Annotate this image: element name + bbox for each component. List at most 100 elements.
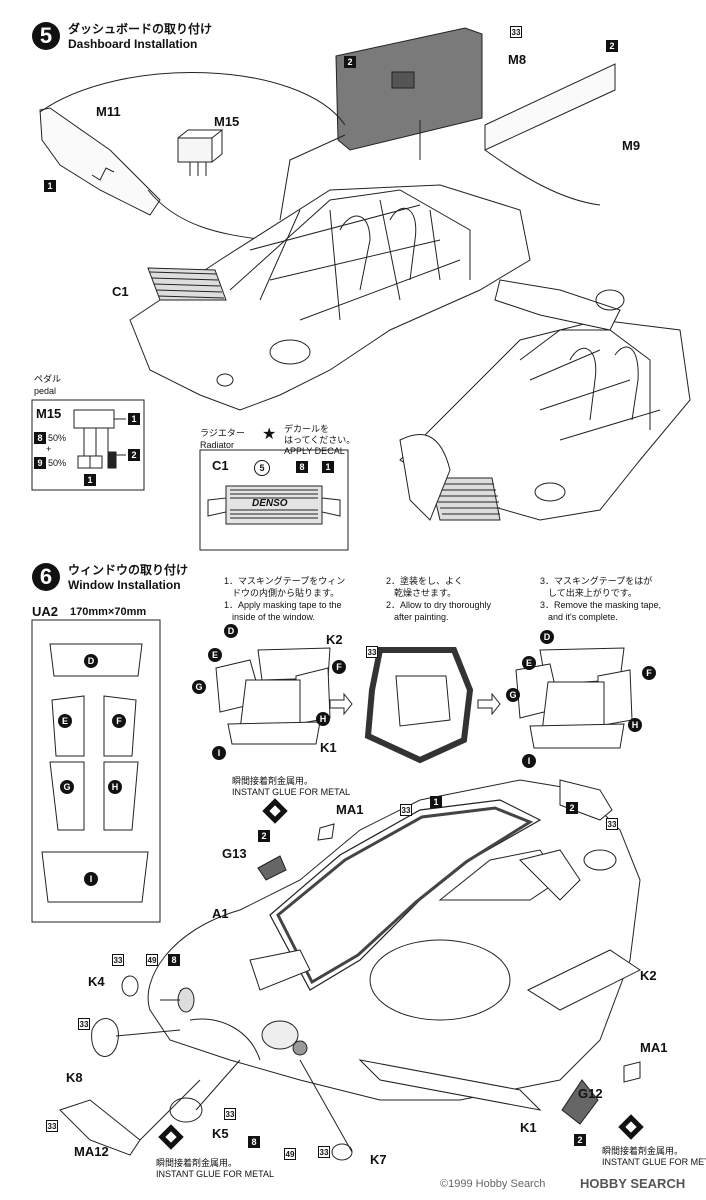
instruction-3-en2: and it's complete.	[548, 612, 618, 622]
part-label-m9: M9	[622, 138, 641, 153]
radiator-color-1: 1	[322, 461, 334, 473]
part-label-m15: M15	[214, 114, 240, 129]
instruction-1-jp1: 1．マスキングテープをウィン	[224, 576, 346, 586]
body-color-1: 1	[430, 796, 442, 808]
glue-note-3-jp: 瞬間接着剤金属用。	[156, 1158, 238, 1168]
step-title-en: Dashboard Installation	[68, 37, 198, 51]
part-label-m8: M8	[508, 52, 527, 67]
instruction-2-en1: 2．Allow to dry thoroughly	[386, 600, 492, 610]
body-g12: G12	[578, 1086, 603, 1101]
glue-note-1-jp: 瞬間接着剤金属用。	[232, 776, 314, 786]
body-color-8a: 8	[168, 954, 180, 966]
win3-e: E	[522, 656, 536, 670]
mask-f: F	[112, 714, 126, 728]
body-color-33d: 33	[78, 1018, 90, 1030]
win3-h: H	[628, 718, 642, 732]
body-color-33e: 33	[224, 1108, 236, 1120]
pedal-color-9: 9	[34, 457, 46, 469]
body-color-2b: 2	[566, 802, 578, 814]
mask-i: I	[84, 872, 98, 886]
decal-note-jp2: はってください。	[284, 435, 356, 445]
body-g13: G13	[222, 846, 247, 861]
decal-note-jp1: デカールを	[284, 424, 330, 434]
body-color-8b: 8	[248, 1136, 260, 1148]
pedal-part-m15: M15	[36, 406, 62, 421]
body-color-49b: 49	[284, 1148, 296, 1160]
part-label-c1: C1	[112, 284, 129, 299]
footer-site: HOBBY SEARCH	[580, 1176, 686, 1191]
body-color-2c: 2	[574, 1134, 586, 1146]
step-title-jp: ダッシュボードの取り付け	[68, 22, 213, 36]
body-k7: K7	[370, 1152, 387, 1167]
step-number-5: 5	[32, 22, 60, 50]
part-label-m11: M11	[96, 104, 121, 119]
instruction-1-en2: inside of the window.	[232, 612, 316, 622]
color-ref-2b: 2	[606, 40, 618, 52]
body-k2: K2	[640, 968, 657, 983]
instruction-3-en1: 3．Remove the masking tape,	[540, 600, 662, 610]
color-ref-1: 1	[44, 180, 56, 192]
pedal-label-jp: ペダル	[34, 374, 62, 384]
mask-e: E	[58, 714, 72, 728]
pedal-label-en: pedal	[34, 386, 57, 396]
instruction-3-jp1: 3．マスキングテープをはが	[540, 576, 653, 586]
win1-e: E	[208, 648, 222, 662]
radiator-label-en: Radiator	[200, 440, 235, 450]
instruction-2-jp2: 乾燥させます。	[394, 588, 457, 598]
instruction-2-jp1: 2．塗装をし、よく	[386, 576, 464, 586]
body-color-33b: 33	[606, 818, 618, 830]
ua2-size: 170mm×70mm	[70, 606, 147, 618]
win3-f: F	[642, 666, 656, 680]
radiator-color-8: 8	[296, 461, 308, 473]
body-k1: K1	[520, 1120, 537, 1135]
pedal-pct-9: 50%	[48, 458, 67, 468]
color-ref-33: 33	[510, 26, 522, 38]
radiator-part-c1: C1	[212, 458, 229, 473]
star-icon: ★	[262, 426, 277, 443]
mask-g: G	[60, 780, 74, 794]
body-color-33g: 33	[318, 1146, 330, 1158]
decal-note-en: APPLY DECAL	[284, 446, 345, 456]
body-k5: K5	[212, 1126, 229, 1141]
win1-k1: K1	[320, 740, 337, 755]
pedal-plus: +	[46, 444, 52, 454]
body-color-33c: 33	[112, 954, 124, 966]
body-ma12: MA12	[74, 1144, 109, 1159]
win1-g: G	[192, 680, 206, 694]
win3-i: I	[522, 754, 536, 768]
instruction-2-en2: after painting.	[394, 612, 449, 622]
radiator-label-jp: ラジエター	[200, 428, 245, 438]
instruction-3-jp2: して出来上がりです。	[548, 588, 637, 598]
glue-note-2-en: INSTANT GLUE FOR METAL	[602, 1157, 706, 1167]
body-color-33a: 33	[400, 804, 412, 816]
body-k4: K4	[88, 974, 105, 989]
win1-k2: K2	[326, 632, 343, 647]
mask-h: H	[108, 780, 122, 794]
body-a1: A1	[212, 906, 229, 921]
step6-title-en: Window Installation	[68, 578, 181, 592]
win1-d: D	[224, 624, 238, 638]
win2-color-33: 33	[366, 646, 378, 658]
body-ma1b: MA1	[640, 1040, 668, 1055]
pedal-color-2: 2	[128, 449, 140, 461]
decal-number: 5	[254, 460, 270, 476]
win3-d: D	[540, 630, 554, 644]
body-color-49a: 49	[146, 954, 158, 966]
win1-h: H	[316, 712, 330, 726]
radiator-brand: DENSO	[252, 498, 288, 509]
mask-d: D	[84, 654, 98, 668]
glue-note-2-jp: 瞬間接着剤金属用。	[602, 1146, 684, 1156]
win1-i: I	[212, 746, 226, 760]
instruction-1-en1: 1．Apply masking tape to the	[224, 600, 342, 610]
step6-title-jp: ウィンドウの取り付け	[68, 563, 189, 577]
step-number-6: 6	[32, 563, 60, 591]
glue-note-3-en: INSTANT GLUE FOR METAL	[156, 1169, 275, 1179]
footer-brand: ©1999 Hobby Search	[440, 1178, 546, 1190]
body-color-33f: 33	[46, 1120, 58, 1132]
glue-note-1-en: INSTANT GLUE FOR METAL	[232, 787, 351, 797]
pedal-color-1b: 1	[84, 474, 96, 486]
win1-f: F	[332, 660, 346, 674]
color-ref-2a: 2	[344, 56, 356, 68]
pedal-pct-8: 50%	[48, 433, 67, 443]
